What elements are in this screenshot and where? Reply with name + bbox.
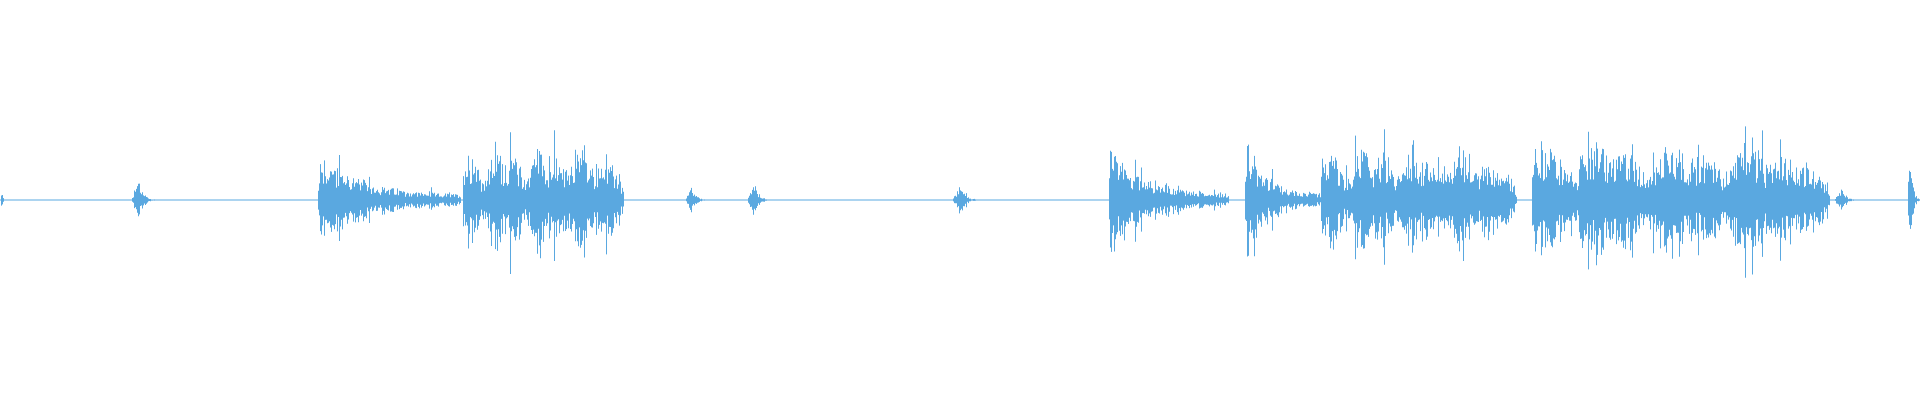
waveform-bars [1,126,1920,278]
waveform-signal [1,126,1920,278]
